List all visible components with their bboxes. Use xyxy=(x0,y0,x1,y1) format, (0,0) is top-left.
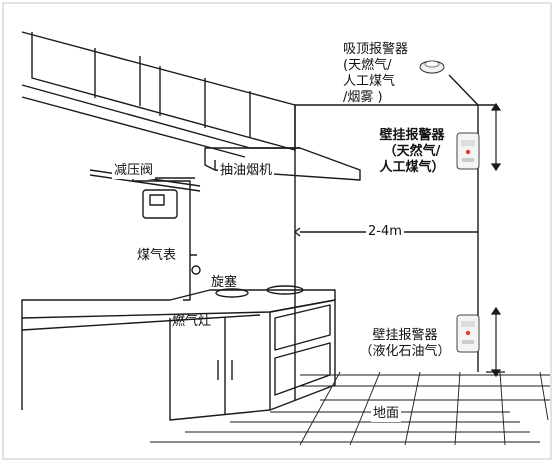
ceiling-alarm-line-2: (天燃气/ xyxy=(343,58,392,73)
wall-alarm-lower-line-1: 壁挂报警器 xyxy=(372,328,438,343)
plug-valve-label: 旋塞 xyxy=(211,275,238,290)
burner-right xyxy=(266,285,304,295)
burner-left xyxy=(215,288,249,298)
ceiling-alarm-line-1: 吸顶报警器 xyxy=(343,42,409,57)
upper-cabinets xyxy=(31,32,296,151)
gas-stove-label: 燃气灶 xyxy=(172,314,212,329)
range-hood-label: 抽油烟机 xyxy=(218,163,275,179)
gas-meter-label: 煤气表 xyxy=(137,248,177,263)
ceiling-alarm-label: 吸顶报警器 (天燃气/ 人工煤气 /烟雾 ) xyxy=(343,42,408,106)
range-hood-shape xyxy=(204,147,361,181)
wall-alarm-lower-label: 壁挂报警器 （液化石油气） xyxy=(355,328,455,360)
wall-alarm-upper-label: 壁挂报警器 （天然气/ 人工煤气） xyxy=(372,128,452,176)
floor-label: 地面 xyxy=(371,406,402,422)
ceiling-alarm-line-3: 人工煤气 xyxy=(343,74,396,89)
wall-alarm-upper-line-1: 壁挂报警器 xyxy=(379,128,445,143)
countertop xyxy=(21,289,336,319)
gas-meter-body xyxy=(142,189,178,219)
wall-alarm-upper-line-3: 人工煤气） xyxy=(379,160,445,175)
ceiling-alarm-line-4: /烟雾 ) xyxy=(343,90,383,105)
distance-label: 2-4m xyxy=(366,224,404,240)
pressure-valve-label: 减压阀 xyxy=(112,163,156,179)
wall-alarm-lower-line-2: （液化石油气） xyxy=(359,344,451,359)
ceiling-alarm-device xyxy=(419,60,445,74)
wall-alarm-upper-line-2: （天然气/ xyxy=(383,144,441,159)
wall-alarm-lower-device xyxy=(456,314,480,353)
wall-alarm-upper-device xyxy=(456,132,480,170)
